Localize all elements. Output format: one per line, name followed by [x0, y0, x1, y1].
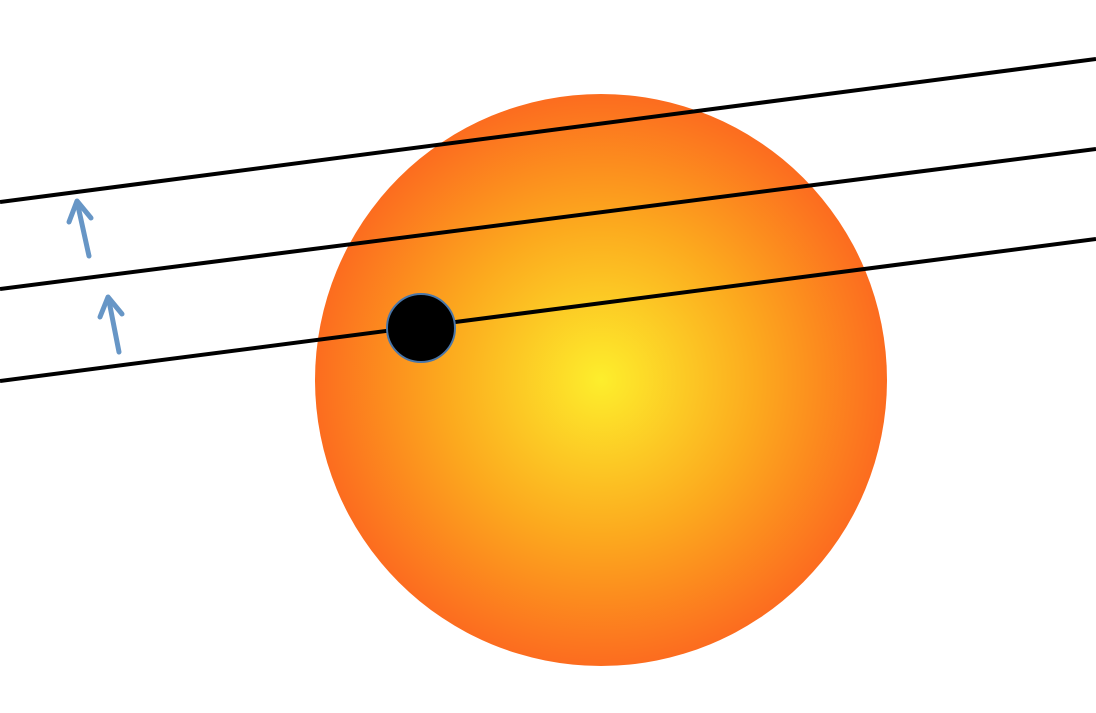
transit-chord-middle — [0, 147, 1096, 291]
star — [315, 94, 887, 666]
transit-chords — [0, 57, 1096, 383]
planet — [386, 293, 456, 363]
up-arrow-icon — [97, 294, 125, 355]
up-arrow-icon — [66, 198, 94, 259]
transit-chord-bottom — [0, 237, 1096, 383]
transit-chord-top — [0, 57, 1096, 204]
